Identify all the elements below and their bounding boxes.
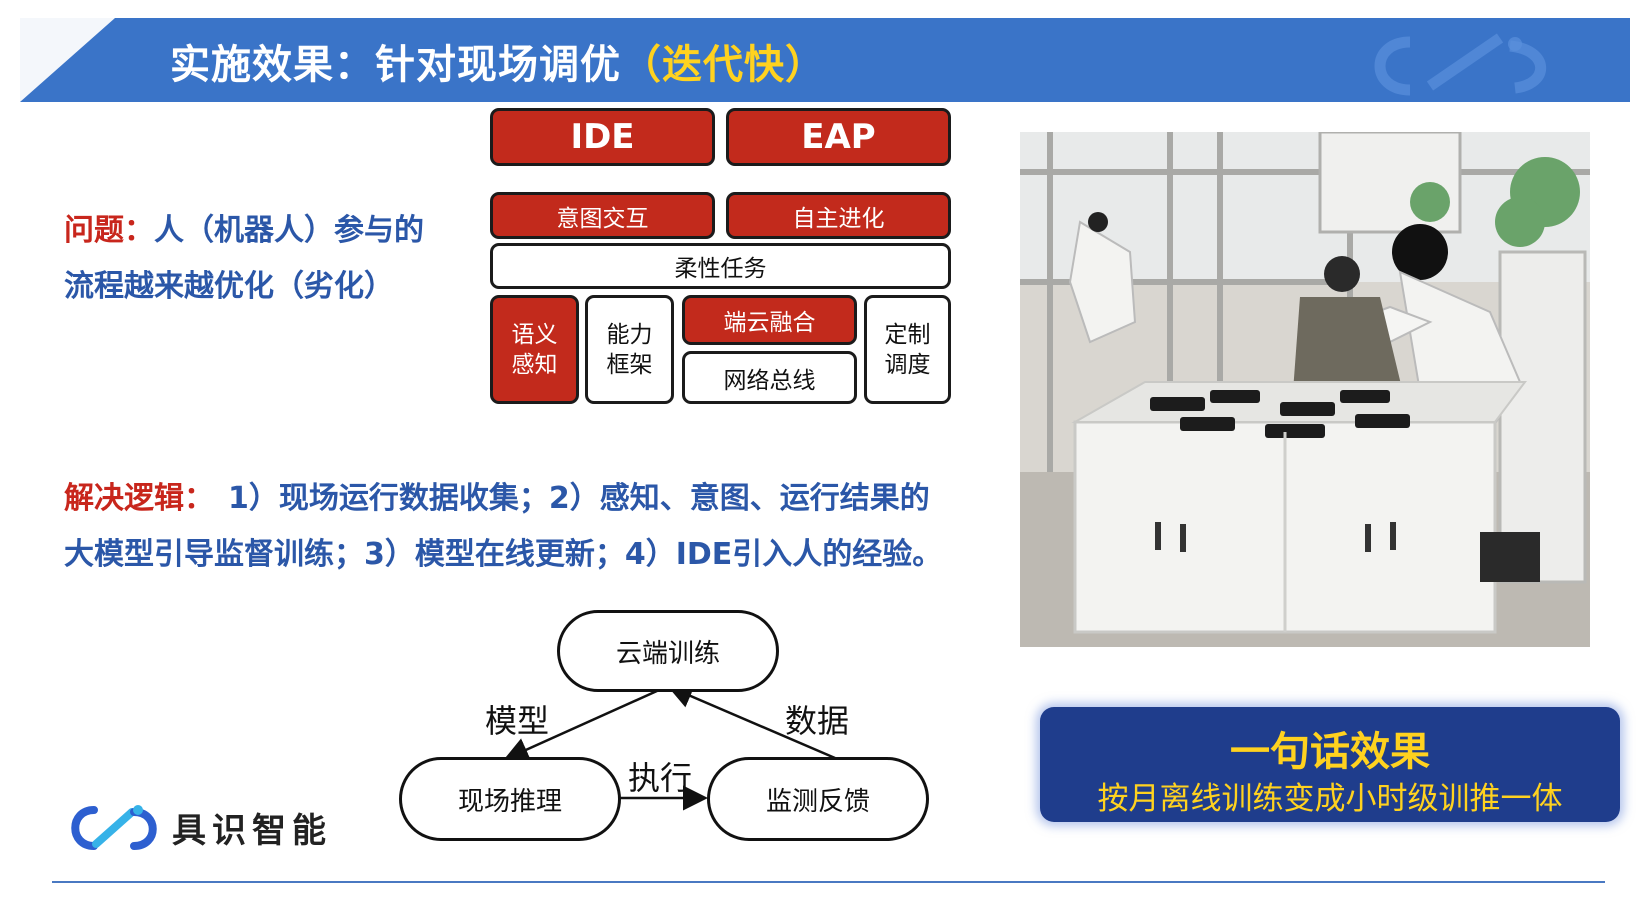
onsite-inference-label: 现场推理 bbox=[457, 786, 562, 817]
semantic-perception-box: 语义感知 bbox=[490, 295, 579, 404]
company-name: 具识智能 bbox=[172, 811, 332, 851]
data-edge-label: 数据 bbox=[785, 702, 850, 740]
problem-label: 问题： bbox=[64, 213, 154, 248]
solution-line-1: 解决逻辑： 1）现场运行数据收集；2）感知、意图、运行结果的 bbox=[64, 471, 964, 527]
edge-cloud-fusion-label: 端云融合 bbox=[723, 310, 816, 336]
onsite-inference-node: 现场推理 bbox=[399, 757, 621, 841]
cloud-training-label: 云端训练 bbox=[615, 638, 720, 669]
problem-line-1-text: 人（机器人）参与的 bbox=[154, 213, 424, 248]
intent-interaction-label: 意图交互 bbox=[556, 205, 649, 232]
summary-box: 一句话效果 按月离线训练变成小时级训推一体 bbox=[1040, 707, 1620, 822]
custom-scheduling-label: 定制调度 bbox=[884, 321, 931, 378]
autonomous-evolution-box: 自主进化 bbox=[726, 192, 951, 239]
monitoring-feedback-label: 监测反馈 bbox=[765, 786, 870, 817]
network-bus-box: 网络总线 bbox=[682, 351, 857, 404]
title-banner: 实施效果：针对现场调优（迭代快） bbox=[20, 18, 1630, 102]
solution-line-1-text: 1）现场运行数据收集；2）感知、意图、运行结果的 bbox=[228, 481, 930, 516]
robot-demo-photo bbox=[1020, 132, 1590, 647]
footer-divider bbox=[52, 881, 1605, 883]
arrow-data bbox=[667, 684, 836, 760]
arrow-model bbox=[503, 684, 669, 762]
monitoring-feedback-node: 监测反馈 bbox=[707, 757, 929, 841]
intent-interaction-box: 意图交互 bbox=[490, 192, 715, 239]
summary-text: 按月离线训练变成小时级训推一体 bbox=[1097, 781, 1563, 817]
flexible-task-box: 柔性任务 bbox=[490, 243, 951, 289]
problem-statement: 问题：人（机器人）参与的 流程越来越优化（劣化） bbox=[64, 203, 484, 315]
semantic-perception-label: 语义感知 bbox=[511, 321, 558, 378]
cycle-arrows bbox=[503, 684, 836, 811]
eap-box: EAP bbox=[726, 108, 951, 166]
execute-edge-label: 执行 bbox=[628, 759, 693, 797]
slide-title: 实施效果：针对现场调优（迭代快） bbox=[170, 32, 826, 90]
problem-line-2: 流程越来越优化（劣化） bbox=[64, 269, 394, 304]
slide-title-highlight: （迭代快） bbox=[621, 42, 826, 88]
summary-title: 一句话效果 bbox=[1230, 728, 1430, 775]
company-logo-icon bbox=[71, 805, 157, 850]
ide-label: IDE bbox=[570, 117, 635, 157]
problem-line-1: 问题：人（机器人）参与的 bbox=[64, 203, 484, 259]
banner-slant bbox=[20, 18, 115, 102]
network-bus-label: 网络总线 bbox=[723, 367, 816, 394]
model-edge-label: 模型 bbox=[485, 702, 550, 740]
autonomous-evolution-label: 自主进化 bbox=[792, 205, 885, 232]
robot-scene-image bbox=[1020, 132, 1590, 647]
flexible-task-label: 柔性任务 bbox=[674, 256, 767, 282]
solution-line-2: 大模型引导监督训练；3）模型在线更新；4）IDE引入人的经验。 bbox=[64, 537, 943, 572]
ide-box: IDE bbox=[490, 108, 715, 166]
edge-cloud-fusion-box: 端云融合 bbox=[682, 295, 857, 345]
watermark-logo-icon bbox=[1374, 33, 1547, 96]
solution-statement: 解决逻辑： 1）现场运行数据收集；2）感知、意图、运行结果的 大模型引导监督训练；… bbox=[64, 471, 964, 583]
solution-label: 解决逻辑： bbox=[64, 481, 214, 516]
capability-framework-label: 能力框架 bbox=[606, 321, 653, 378]
capability-framework-box: 能力框架 bbox=[585, 295, 674, 404]
custom-scheduling-box: 定制调度 bbox=[864, 295, 951, 404]
cloud-training-node: 云端训练 bbox=[557, 610, 779, 692]
slide-title-text: 实施效果：针对现场调优 bbox=[170, 42, 621, 88]
eap-label: EAP bbox=[801, 117, 876, 157]
